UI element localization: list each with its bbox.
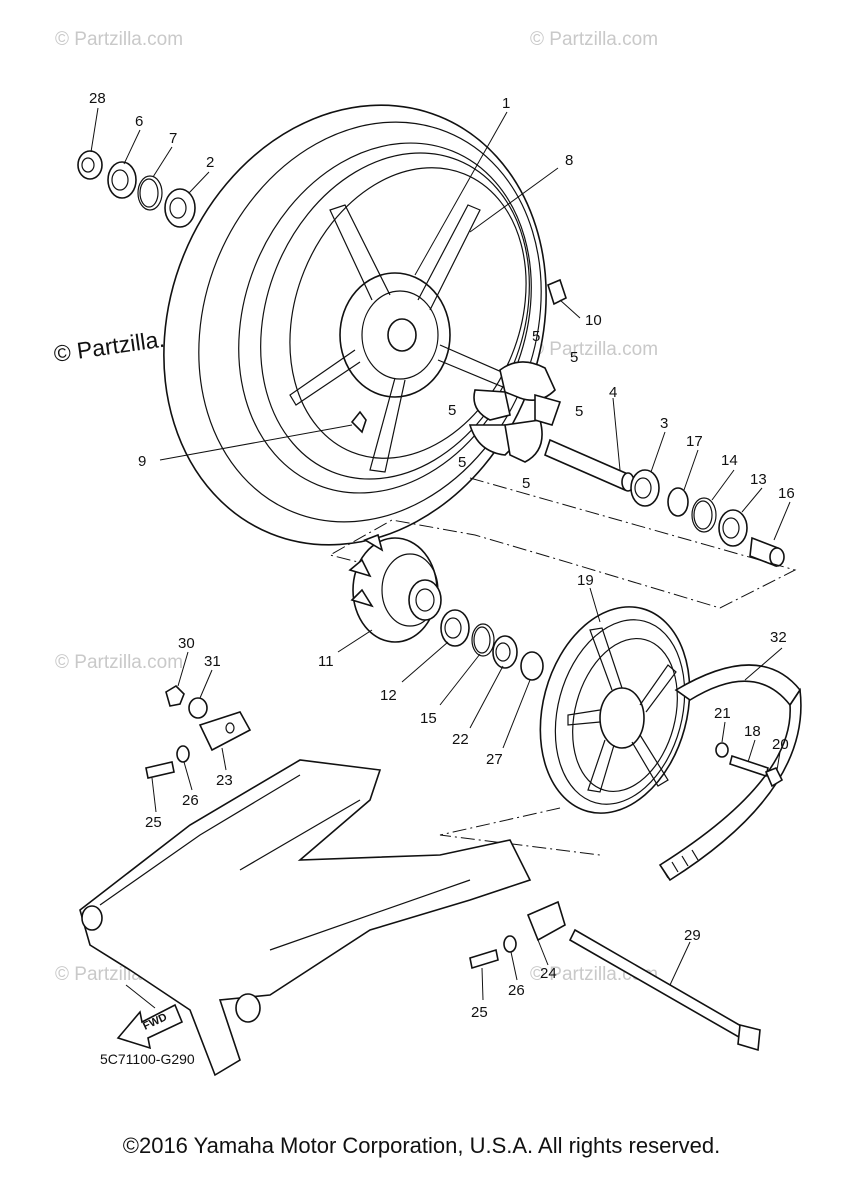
- bolt-25-upper: [145, 761, 175, 779]
- damper-set-5: [468, 361, 562, 463]
- callout-13: 13: [750, 471, 767, 488]
- bearing-3: [630, 469, 660, 507]
- callout-5-left: 5: [448, 402, 456, 419]
- clutch-hub-11: [348, 533, 442, 643]
- leader-lines: [90, 107, 791, 1009]
- callout-18: 18: [744, 723, 761, 740]
- callout-6: 6: [135, 113, 143, 130]
- callout-21: 21: [714, 705, 731, 722]
- swingarm: [79, 759, 532, 1077]
- callout-2: 2: [206, 154, 214, 171]
- circlip-14: [691, 497, 717, 533]
- callout-1: 1: [502, 95, 510, 112]
- bearing-12: [440, 609, 470, 647]
- callout-19: 19: [577, 572, 594, 589]
- copyright-notice: ©2016 Yamaha Motor Corporation, U.S.A. A…: [122, 1133, 721, 1158]
- callout-16: 16: [778, 485, 795, 502]
- callout-28: 28: [89, 90, 106, 107]
- callout-5-bottom-left: 5: [458, 454, 466, 471]
- fwd-arrow-icon: FWD: [116, 1003, 184, 1050]
- nut-20: [764, 766, 784, 788]
- collar-27: [520, 651, 544, 681]
- callout-15: 15: [420, 710, 437, 727]
- callout-27: 27: [486, 751, 503, 768]
- callout-9: 9: [138, 453, 146, 470]
- callout-31: 31: [204, 653, 221, 670]
- washer-31: [188, 697, 208, 719]
- callout-8: 8: [565, 152, 573, 169]
- callout-24: 24: [540, 965, 557, 982]
- collar-17: [667, 487, 689, 517]
- bearing-2: [164, 188, 196, 228]
- callout-5-right: 5: [575, 403, 583, 420]
- watermark-mid-right: © Partzilla.com: [530, 339, 658, 360]
- washer-26-upper: [176, 745, 190, 763]
- bolt-18: [729, 754, 769, 778]
- drawing-code: 5C71100-G290: [100, 1051, 195, 1067]
- watermark-top-left: © Partzilla.com: [55, 29, 183, 50]
- callout-26-upper: 26: [182, 792, 199, 809]
- adjust-plate-24: [526, 900, 566, 942]
- axle-29: [568, 928, 761, 1052]
- callout-25-lower: 25: [471, 1004, 488, 1021]
- circlip-15: [471, 623, 495, 657]
- bolt-25-lower: [469, 948, 499, 970]
- callout-4: 4: [609, 384, 617, 401]
- callout-22: 22: [452, 731, 469, 748]
- callout-12: 12: [380, 687, 397, 704]
- callout-5-right-top: 5: [570, 349, 578, 366]
- nut-30: [165, 684, 185, 707]
- callout-5-top: 5: [532, 328, 540, 345]
- callout-14: 14: [721, 452, 738, 469]
- callout-32: 32: [770, 629, 787, 646]
- callout-17: 17: [686, 433, 703, 450]
- callout-25-upper: 25: [145, 814, 162, 831]
- callout-30: 30: [178, 635, 195, 652]
- callout-3: 3: [660, 415, 668, 432]
- callout-29: 29: [684, 927, 701, 944]
- callout-20: 20: [772, 736, 789, 753]
- callout-11: 11: [318, 653, 334, 670]
- oil-seal-6: [107, 161, 137, 199]
- collar-16: [749, 536, 785, 568]
- washer-26-lower: [503, 935, 517, 953]
- callout-5-bottom: 5: [522, 475, 530, 492]
- sleeve-4: [544, 438, 635, 492]
- callout-10: 10: [585, 312, 602, 329]
- circlip-7: [137, 175, 163, 211]
- callout-23: 23: [216, 772, 233, 789]
- pulley-19: [539, 606, 691, 814]
- adjust-plate-23: [198, 711, 252, 752]
- callout-7: 7: [169, 130, 177, 147]
- oil-seal-13: [718, 509, 748, 547]
- watermark-mid-left: © Partzilla.com: [55, 652, 183, 673]
- watermark-top-right: © Partzilla.com: [530, 29, 658, 50]
- weight-10: [547, 278, 567, 306]
- washer-21: [715, 742, 729, 758]
- assembly-line-lower: [439, 807, 601, 856]
- assembly-line-upper: [328, 477, 797, 609]
- oil-seal-22: [492, 635, 518, 669]
- callout-26-lower: 26: [508, 982, 525, 999]
- callouts: 28 6 7 2 1 8 10 5 5 5 5 5 5 9 4 3 17 14 …: [89, 90, 795, 1021]
- collar-28: [77, 150, 103, 180]
